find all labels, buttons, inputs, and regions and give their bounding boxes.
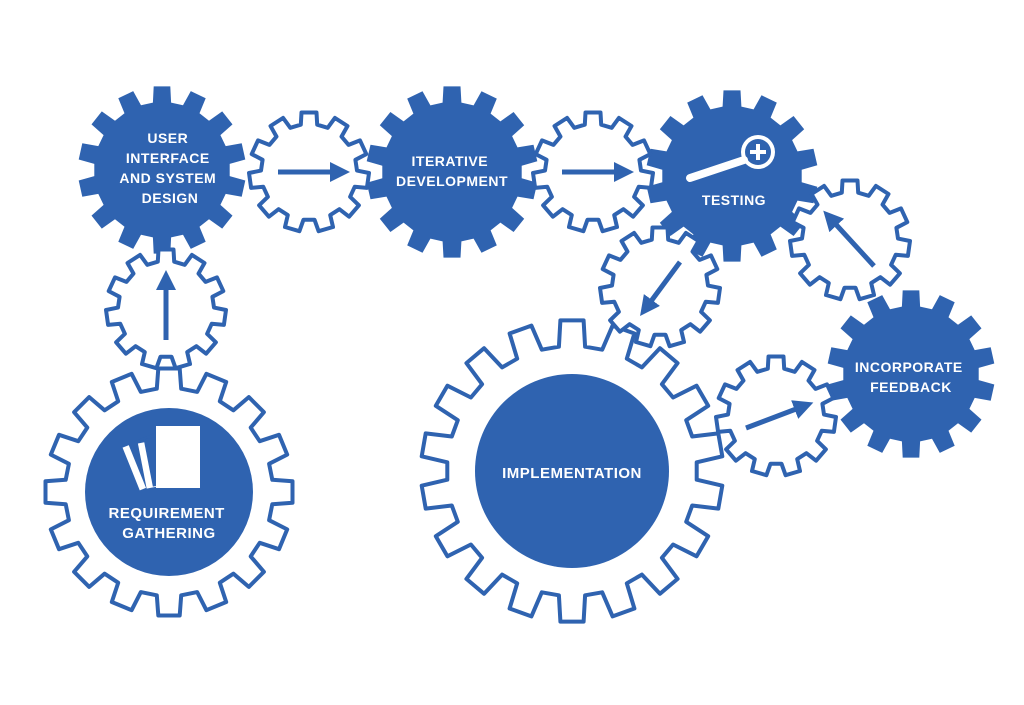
implementation-disc (475, 374, 669, 568)
gear-requirement-gathering: REQUIREMENT GATHERING (43, 366, 295, 618)
arrow-up-left-icon (823, 210, 876, 268)
gear-testing-body (646, 90, 818, 262)
connector-gear-right-2 (531, 110, 655, 234)
gear-iterative-development: ITERATIVE DEVELOPMENT (366, 86, 538, 258)
connector-gear-up (104, 247, 228, 371)
arrow-down-left-icon (640, 260, 683, 317)
gear-implementation: IMPLEMENTATION (419, 318, 725, 624)
gear-implementation-label: IMPLEMENTATION (502, 465, 642, 482)
arrow-right-icon (745, 400, 814, 431)
gear-ui-design-label: USER INTERFACE AND SYSTEM DESIGN (119, 130, 220, 206)
gear-incorporate-feedback-body (827, 290, 995, 458)
gear-ui-design-body (78, 86, 246, 254)
gear-iterative-development-label: ITERATIVE DEVELOPMENT (396, 153, 508, 189)
connector-gear-down-left (598, 225, 722, 349)
gear-requirement-gathering-label: REQUIREMENT GATHERING (108, 505, 229, 542)
connector-gear-right-3 (714, 354, 838, 478)
gear-incorporate-feedback: INCORPORATE FEEDBACK (827, 290, 995, 458)
documents-icon (122, 426, 200, 491)
gear-ui-design: USER INTERFACE AND SYSTEM DESIGN (78, 86, 246, 254)
gear-iterative-development-body (366, 86, 538, 258)
gear-incorporate-feedback-label: INCORPORATE FEEDBACK (855, 359, 967, 395)
magnifier-plus-icon (686, 135, 775, 182)
connector-gear-right-1 (247, 110, 371, 234)
connector-gear-up-left (788, 178, 912, 302)
gear-testing: TESTING (646, 90, 818, 262)
gear-testing-label: TESTING (702, 192, 766, 208)
